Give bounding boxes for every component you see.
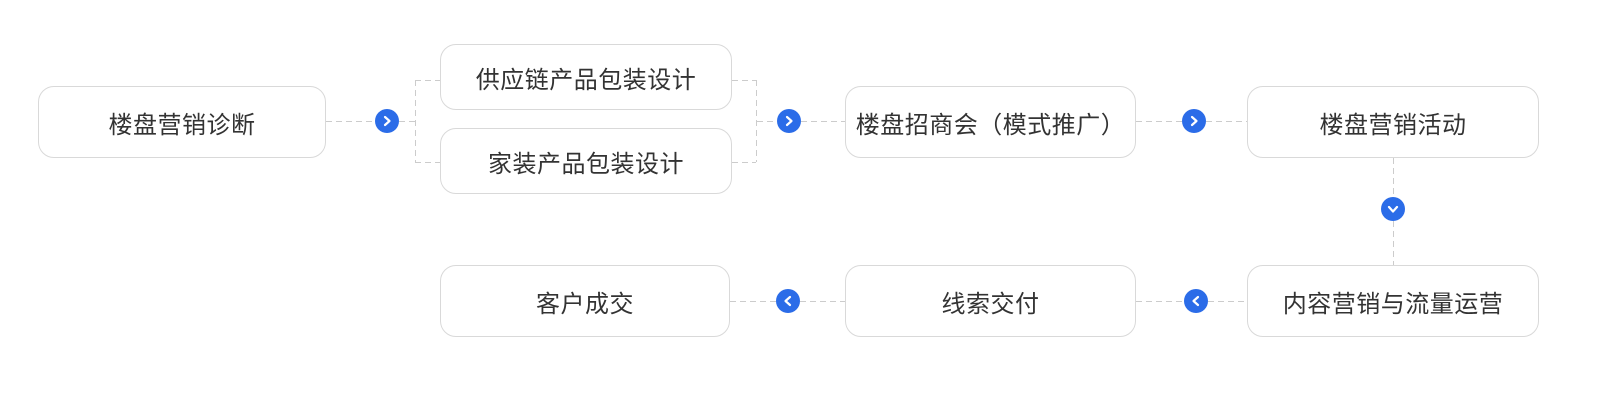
node-property-marketing-diagnosis: 楼盘营销诊断 xyxy=(38,86,326,158)
arrow-step-3 xyxy=(1182,109,1206,133)
arrow-step-6 xyxy=(776,289,800,313)
chevron-left-icon xyxy=(784,295,792,307)
connector-conference-to-arrow xyxy=(1136,121,1182,122)
node-label: 家装产品包装设计 xyxy=(488,150,684,178)
node-property-marketing-activity: 楼盘营销活动 xyxy=(1247,86,1539,158)
connector-arrow-to-deal xyxy=(730,301,776,302)
connector-lead-to-arrow xyxy=(800,301,845,302)
chevron-down-icon xyxy=(1387,205,1399,213)
node-lead-delivery: 线索交付 xyxy=(845,265,1136,337)
connector-arrow-to-content xyxy=(1393,221,1394,265)
connector-arrow-to-lead xyxy=(1136,301,1184,302)
connector-content-to-arrow xyxy=(1208,301,1247,302)
connector-arrow-to-conference xyxy=(801,121,845,122)
chevron-right-icon xyxy=(1190,115,1198,127)
connector-merge-bracket xyxy=(756,80,757,162)
connector-merge-top-stub xyxy=(732,80,756,81)
connector-merge-to-arrow xyxy=(757,121,777,122)
arrow-step-5 xyxy=(1184,289,1208,313)
chevron-right-icon xyxy=(383,115,391,127)
connector-activity-to-arrow xyxy=(1393,158,1394,197)
node-label: 供应链产品包装设计 xyxy=(475,66,697,94)
node-property-investment-conference: 楼盘招商会（模式推广） xyxy=(845,86,1136,158)
chevron-left-icon xyxy=(1192,295,1200,307)
node-supply-chain-product-packaging-design: 供应链产品包装设计 xyxy=(440,44,732,110)
node-label: 线索交付 xyxy=(941,290,1040,318)
node-content-marketing-traffic-operation: 内容营销与流量运营 xyxy=(1247,265,1539,337)
arrow-step-1 xyxy=(375,109,399,133)
node-label: 客户成交 xyxy=(536,290,634,318)
connector-arrow-to-split xyxy=(399,121,415,122)
connector-split-bottom-stub xyxy=(415,162,440,163)
arrow-step-4 xyxy=(1381,197,1405,221)
connector-split-bracket xyxy=(415,80,416,162)
node-home-decor-product-packaging-design: 家装产品包装设计 xyxy=(440,128,732,194)
node-label: 楼盘招商会（模式推广） xyxy=(855,111,1126,139)
arrow-step-2 xyxy=(777,109,801,133)
connector-arrow-to-activity xyxy=(1206,121,1247,122)
node-label: 楼盘营销诊断 xyxy=(108,111,256,139)
connector-diagnosis-to-arrow xyxy=(326,121,375,122)
chevron-right-icon xyxy=(785,115,793,127)
node-label: 楼盘营销活动 xyxy=(1319,111,1467,139)
node-label: 内容营销与流量运营 xyxy=(1282,290,1504,318)
connector-merge-bottom-stub xyxy=(732,162,756,163)
connector-split-top-stub xyxy=(415,80,440,81)
node-customer-deal: 客户成交 xyxy=(440,265,730,337)
